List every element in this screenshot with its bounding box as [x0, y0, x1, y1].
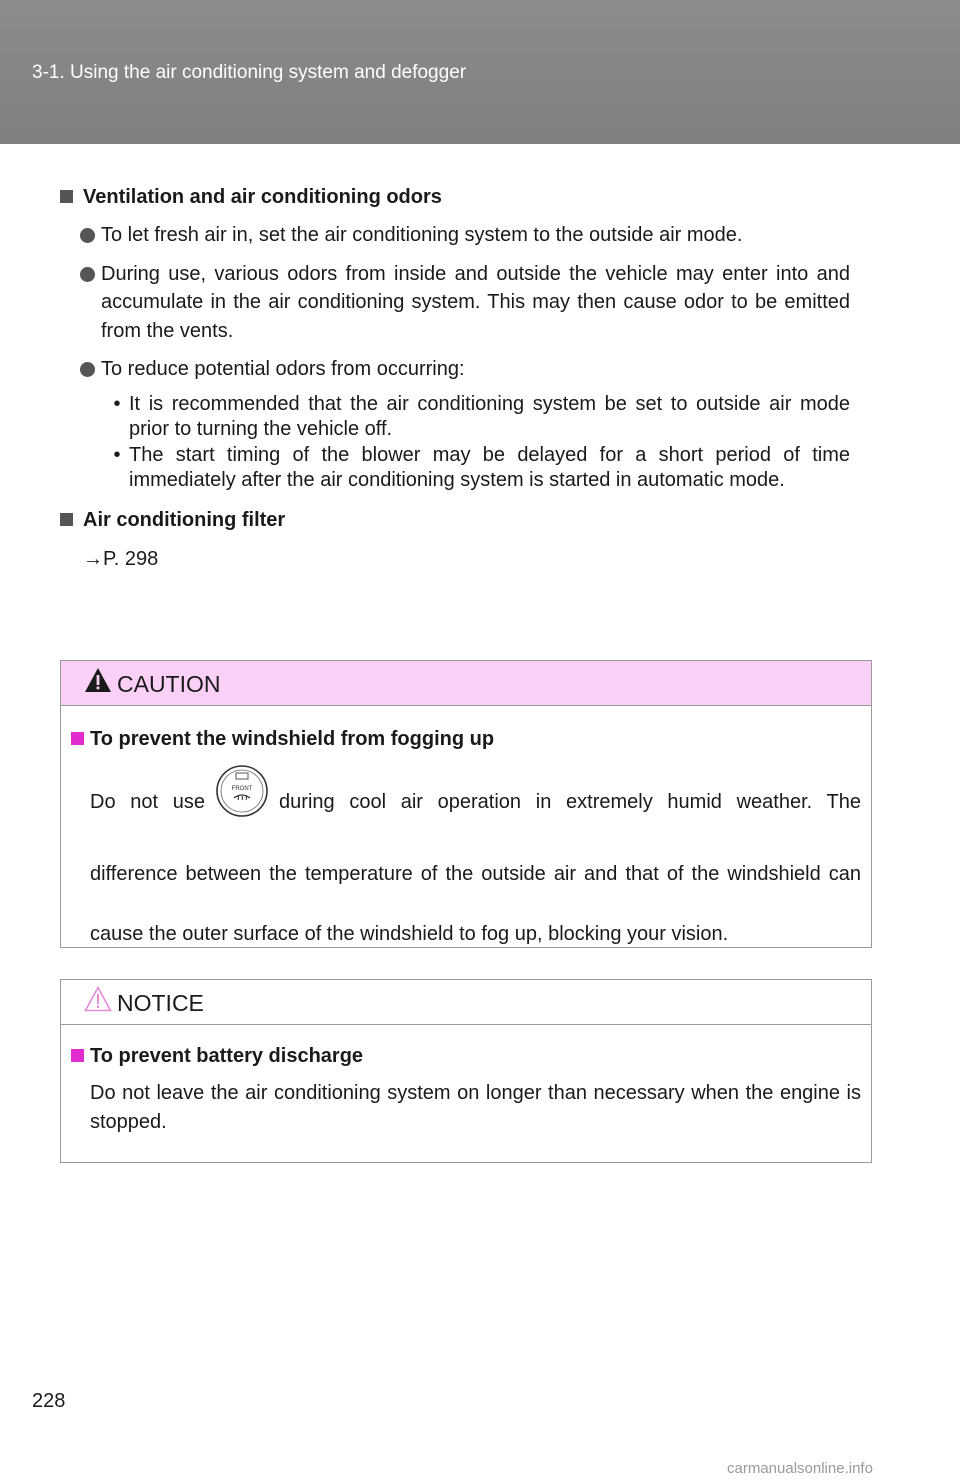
round-bullet-icon — [80, 362, 95, 377]
section-heading: Air conditioning filter — [83, 508, 286, 531]
notice-title: NOTICE — [117, 990, 204, 1016]
sub-list-item: • It is recommended that the air conditi… — [113, 392, 850, 443]
round-bullet-icon — [80, 228, 95, 243]
caution-text: Do not use FRONT during cool air operati… — [90, 762, 861, 964]
watermark: carmanualsonline.info — [727, 1460, 873, 1477]
svg-text:FRONT: FRONT — [232, 786, 253, 792]
caution-header: CAUTION — [61, 661, 871, 706]
notice-box: NOTICE To prevent battery discharge Do n… — [60, 979, 872, 1163]
main-content: Ventilation and air conditioning odors T… — [58, 183, 850, 572]
page-number: 228 — [32, 1390, 66, 1412]
notice-heading: To prevent battery discharge — [71, 1043, 871, 1069]
small-dot-icon: • — [113, 443, 121, 466]
caution-box: CAUTION To prevent the windshield from f… — [60, 660, 872, 948]
round-bullet-icon — [80, 266, 95, 282]
square-bullet-icon — [71, 732, 84, 745]
chapter-title: 3-1. Using the air conditioning system a… — [32, 62, 467, 83]
page-header: 3-1. Using the air conditioning system a… — [0, 0, 960, 144]
square-bullet-icon — [60, 190, 73, 203]
page-reference[interactable]: →P. 298 — [83, 547, 159, 570]
notice-text: Do not leave the air conditioning system… — [90, 1082, 861, 1133]
section-filter: Air conditioning filter — [58, 506, 850, 534]
list-item: To let fresh air in, set the air conditi… — [80, 221, 850, 250]
sub-list-item: • The start timing of the blower may be … — [113, 443, 850, 494]
square-bullet-icon — [71, 1049, 84, 1062]
list-item: To reduce potential odors from occurring… — [80, 355, 850, 384]
section-heading: Ventilation and air conditioning odors — [83, 186, 442, 208]
caution-title: CAUTION — [117, 671, 221, 697]
right-arrow-icon: → — [83, 547, 103, 570]
warning-triangle-icon — [85, 668, 111, 692]
small-dot-icon: • — [113, 392, 121, 415]
warning-triangle-icon — [84, 985, 112, 1012]
front-defroster-button-icon: FRONT — [215, 762, 269, 844]
square-bullet-icon — [60, 512, 73, 526]
section-ventilation: Ventilation and air conditioning odors — [58, 183, 850, 211]
list-item: During use, various odors from inside an… — [80, 260, 850, 346]
notice-header: NOTICE — [61, 980, 871, 1025]
caution-heading: To prevent the windshield from fogging u… — [71, 726, 871, 752]
